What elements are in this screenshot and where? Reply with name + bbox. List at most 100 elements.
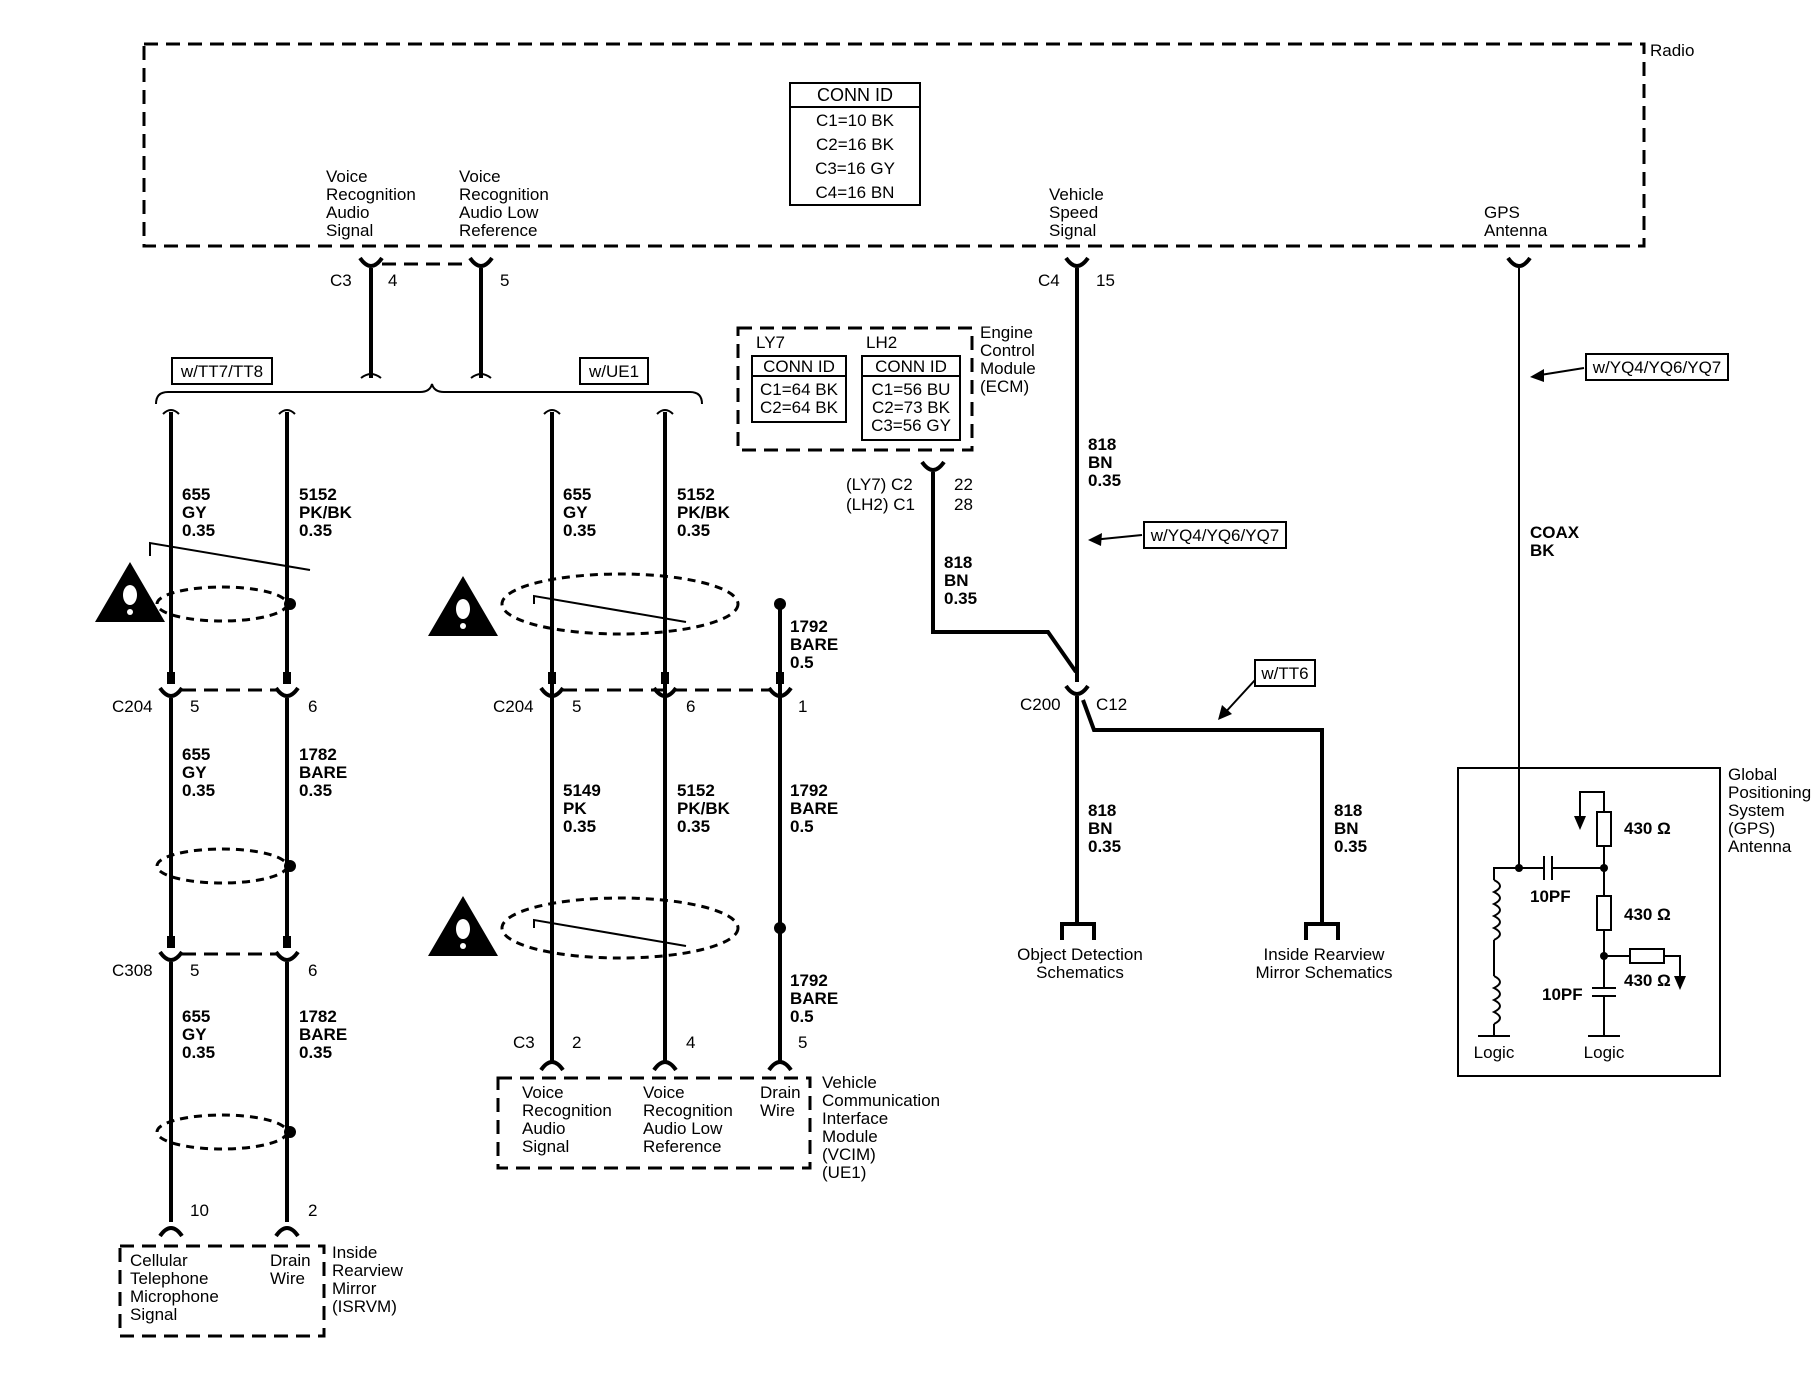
vss-circuit: C4 15 818 BN 0.35 w/YQ4/YQ6/YQ7 C200 C12… xyxy=(1017,256,1393,982)
svg-text:BARE: BARE xyxy=(299,1025,347,1044)
svg-text:Global: Global xyxy=(1728,765,1777,784)
svg-text:Control: Control xyxy=(980,341,1035,360)
svg-text:(LY7) C2: (LY7) C2 xyxy=(846,475,913,494)
option-split-bracket: w/TT7/TT8 w/UE1 xyxy=(155,357,703,405)
vcim-module: Voice Recognition Audio Signal Voice Rec… xyxy=(496,1073,940,1182)
svg-text:655: 655 xyxy=(563,485,591,504)
svg-text:655: 655 xyxy=(182,1007,210,1026)
svg-text:System: System xyxy=(1728,801,1785,820)
svg-text:5152: 5152 xyxy=(677,485,715,504)
svg-text:Schematics: Schematics xyxy=(1036,963,1124,982)
svg-text:0.35: 0.35 xyxy=(182,1043,215,1062)
svg-text:Drain: Drain xyxy=(270,1251,311,1270)
svg-text:LY7: LY7 xyxy=(756,333,785,352)
svg-text:Rearview: Rearview xyxy=(332,1261,404,1280)
svg-text:1: 1 xyxy=(798,697,807,716)
option-yq4-label: w/YQ4/YQ6/YQ7 xyxy=(1150,526,1280,545)
svg-text:GY: GY xyxy=(182,1025,207,1044)
radio-c3-pin-4: 4 xyxy=(388,271,397,290)
svg-text:1792: 1792 xyxy=(790,781,828,800)
svg-text:2: 2 xyxy=(308,1201,317,1220)
radio-module: Radio CONN ID C1=10 BK C2=16 BK C3=16 GY… xyxy=(142,41,1694,248)
svg-text:4: 4 xyxy=(686,1033,695,1052)
svg-text:Positioning: Positioning xyxy=(1728,783,1811,802)
svg-text:Voice: Voice xyxy=(522,1083,564,1102)
svg-text:COAX: COAX xyxy=(1530,523,1580,542)
svg-text:430 Ω: 430 Ω xyxy=(1624,819,1671,838)
svg-text:2: 2 xyxy=(572,1033,581,1052)
svg-text:C4: C4 xyxy=(1038,271,1060,290)
isrvm-module: Cellular Telephone Microphone Signal Dra… xyxy=(118,1243,404,1338)
svg-text:655: 655 xyxy=(182,745,210,764)
svg-text:C204: C204 xyxy=(493,697,534,716)
radio-c3-pin-5: 5 xyxy=(500,271,509,290)
branch-ue1: 655 GY 0.35 5152 PK/BK 0.35 1792 BARE 0.… xyxy=(428,409,940,1182)
svg-text:Module: Module xyxy=(822,1127,878,1146)
svg-text:Recognition: Recognition xyxy=(522,1101,612,1120)
svg-text:Inside: Inside xyxy=(332,1243,377,1262)
radio-pin-vss: Vehicle Speed Signal xyxy=(1049,185,1104,240)
svg-text:C200: C200 xyxy=(1020,695,1061,714)
option-yq4-label-gps: w/YQ4/YQ6/YQ7 xyxy=(1592,358,1722,377)
svg-text:(ISRVM): (ISRVM) xyxy=(332,1297,397,1316)
svg-text:0.5: 0.5 xyxy=(790,817,814,836)
svg-text:0.35: 0.35 xyxy=(1088,471,1121,490)
svg-text:6: 6 xyxy=(308,961,317,980)
svg-text:5: 5 xyxy=(798,1033,807,1052)
conn-id-title: CONN ID xyxy=(817,85,893,105)
svg-text:Cellular: Cellular xyxy=(130,1251,188,1270)
svg-text:C1=64 BK: C1=64 BK xyxy=(760,380,839,399)
svg-text:6: 6 xyxy=(308,697,317,716)
svg-text:818: 818 xyxy=(1334,801,1362,820)
svg-text:C204: C204 xyxy=(112,697,153,716)
gps-antenna-module: Global Positioning System (GPS) Antenna … xyxy=(1457,765,1811,1077)
branch-tt7: 655 GY 0.35 5152 PK/BK 0.35 C204 5 6 xyxy=(95,409,404,1338)
svg-text:Reference: Reference xyxy=(459,221,537,240)
option-tt7-label: w/TT7/TT8 xyxy=(180,362,263,381)
svg-text:BK: BK xyxy=(1530,541,1555,560)
caution-icon xyxy=(428,576,498,636)
svg-text:(UE1): (UE1) xyxy=(822,1163,866,1182)
svg-text:(VCIM): (VCIM) xyxy=(822,1145,876,1164)
connector-c204-left: C204 5 6 xyxy=(112,672,317,716)
svg-text:Mirror Schematics: Mirror Schematics xyxy=(1256,963,1393,982)
svg-text:Microphone: Microphone xyxy=(130,1287,219,1306)
svg-text:5: 5 xyxy=(190,697,199,716)
svg-text:0.35: 0.35 xyxy=(677,817,710,836)
svg-text:Reference: Reference xyxy=(643,1137,721,1156)
svg-text:Voice: Voice xyxy=(326,167,368,186)
svg-text:430 Ω: 430 Ω xyxy=(1624,971,1671,990)
svg-text:10: 10 xyxy=(190,1201,209,1220)
connector-c204-mid: C204 5 6 1 xyxy=(493,672,807,716)
radio-label: Radio xyxy=(1650,41,1694,60)
svg-text:0.5: 0.5 xyxy=(790,1007,814,1026)
radio-c3-connector: C3 4 5 xyxy=(330,256,509,379)
svg-text:Telephone: Telephone xyxy=(130,1269,208,1288)
svg-text:0.35: 0.35 xyxy=(182,781,215,800)
radio-conn-id-table: CONN ID C1=10 BK C2=16 BK C3=16 GY C4=16… xyxy=(789,82,921,206)
svg-text:1792: 1792 xyxy=(790,971,828,990)
svg-text:Object Detection: Object Detection xyxy=(1017,945,1143,964)
caution-icon xyxy=(428,896,498,956)
svg-text:Audio: Audio xyxy=(326,203,369,222)
svg-text:10PF: 10PF xyxy=(1530,887,1571,906)
svg-text:C308: C308 xyxy=(112,961,153,980)
svg-text:Antenna: Antenna xyxy=(1728,837,1792,856)
svg-text:Wire: Wire xyxy=(760,1101,795,1120)
conn-id-c3: C3=16 GY xyxy=(815,159,895,178)
svg-text:0.35: 0.35 xyxy=(563,521,596,540)
svg-text:Recognition: Recognition xyxy=(459,185,549,204)
svg-text:Communication: Communication xyxy=(822,1091,940,1110)
svg-text:Logic: Logic xyxy=(1584,1043,1625,1062)
svg-text:BN: BN xyxy=(1088,819,1113,838)
svg-text:5152: 5152 xyxy=(677,781,715,800)
svg-text:BARE: BARE xyxy=(790,799,838,818)
svg-text:Vehicle: Vehicle xyxy=(1049,185,1104,204)
svg-text:BARE: BARE xyxy=(790,989,838,1008)
svg-text:0.35: 0.35 xyxy=(944,589,977,608)
svg-text:0.35: 0.35 xyxy=(299,781,332,800)
svg-text:10PF: 10PF xyxy=(1542,985,1583,1004)
svg-text:Vehicle: Vehicle xyxy=(822,1073,877,1092)
svg-text:CONN ID: CONN ID xyxy=(763,357,835,376)
